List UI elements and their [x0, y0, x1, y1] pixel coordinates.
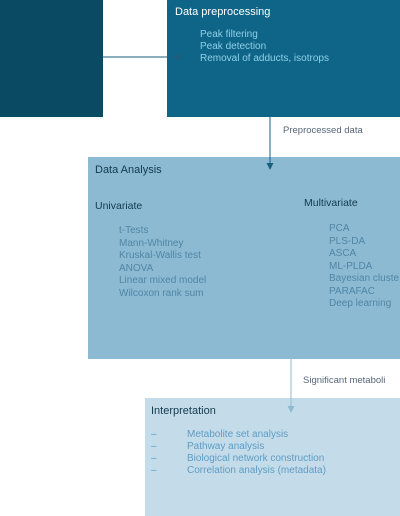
multivariate-method: PCA: [329, 223, 350, 234]
interpretation-title: Interpretation: [151, 405, 216, 417]
univariate-method: Mann-Whitney: [119, 237, 184, 249]
multivariate-method: Deep learning: [329, 298, 392, 309]
interpretation-step: – Pathway analysis: [151, 441, 326, 453]
univariate-method: Wilcoxon rank sum: [119, 287, 204, 299]
interpretation-step: – Correlation analysis (metadata): [151, 465, 326, 477]
bullet-dash: –: [151, 441, 157, 452]
preprocessing-step: Removal of adducts, isotrops: [200, 53, 329, 64]
interpretation-step: – Metabolite set analysis: [151, 429, 326, 441]
bullet-dash: –: [151, 429, 157, 440]
interpretation-step-label: Pathway analysis: [187, 441, 265, 452]
input-node-box: [0, 0, 103, 117]
interpretation-step-label: Biological network construction: [187, 453, 325, 464]
multivariate-method: PLS-DA: [329, 235, 366, 247]
univariate-method: Kruskal-Wallis test: [119, 250, 201, 261]
bullet-dash: –: [151, 465, 157, 476]
univariate-method: ANOVA: [119, 262, 154, 274]
multivariate-method: ML-PLDA: [329, 260, 373, 272]
preprocessing-node: Data preprocessing Peak filtering Peak d…: [167, 0, 400, 117]
bullet-dash: –: [151, 453, 157, 464]
univariate-method: Linear mixed model: [119, 275, 207, 286]
multivariate-methods-list: PCA PLS-DA ASCA ML-PLDA Bayesian cluste …: [329, 223, 399, 311]
analysis-node: Data Analysis Univariate t-Tests Mann-Wh…: [88, 157, 400, 359]
analysis-title: Data Analysis: [95, 164, 162, 176]
multivariate-method: ASCA: [329, 248, 357, 259]
interpretation-step: – Biological network construction: [151, 453, 326, 465]
interpretation-steps-list: – Metabolite set analysis – Pathway analys…: [151, 429, 326, 477]
multivariate-method: Bayesian cluste: [329, 273, 400, 284]
interpretation-node: Interpretation – Metabolite set analysis …: [145, 398, 400, 516]
multivariate-heading: Multivariate: [304, 197, 358, 209]
preprocessed-data-label: Preprocessed data: [283, 125, 363, 136]
multivariate-method: PARAFAC: [329, 285, 375, 297]
preprocessing-step: Peak filtering: [200, 29, 258, 40]
significant-metabolites-label: Significant metaboli: [303, 375, 386, 386]
univariate-methods-list: t-Tests Mann-Whitney Kruskal-Wallis test…: [119, 225, 206, 300]
preprocessing-title: Data preprocessing: [175, 6, 271, 18]
univariate-method: t-Tests: [119, 225, 149, 236]
preprocessing-step: Peak detection: [200, 41, 267, 52]
preprocessing-steps-list: Peak filtering Peak detection Removal of…: [200, 29, 329, 65]
interpretation-step-label: Correlation analysis (metadata): [187, 465, 326, 476]
univariate-heading: Univariate: [95, 200, 143, 212]
interpretation-step-label: Metabolite set analysis: [187, 429, 289, 440]
